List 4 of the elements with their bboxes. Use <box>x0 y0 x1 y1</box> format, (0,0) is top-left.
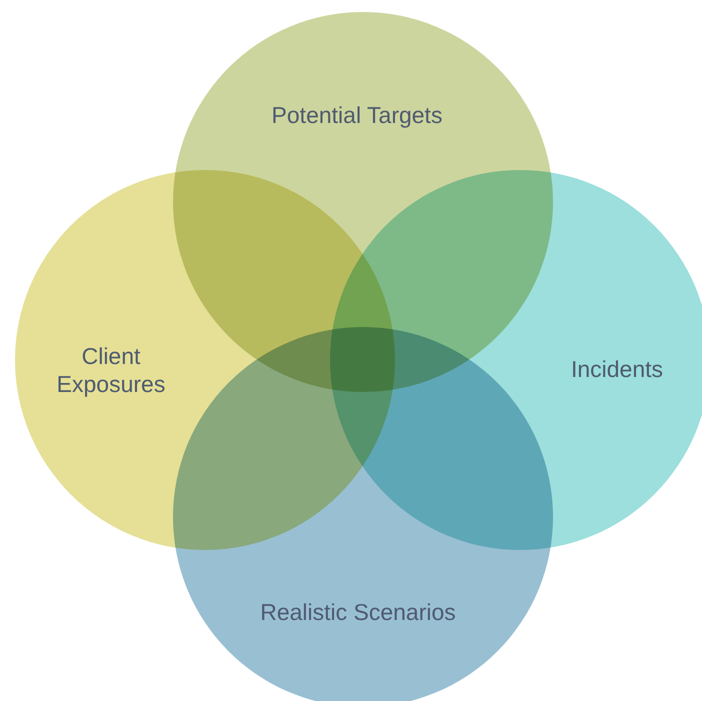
circle-label: Potential Targets <box>270 101 444 129</box>
circle-label: Client Exposures <box>56 342 166 398</box>
circle-label: Realistic Scenarios <box>259 598 457 626</box>
circle-label: Incidents <box>570 355 664 383</box>
